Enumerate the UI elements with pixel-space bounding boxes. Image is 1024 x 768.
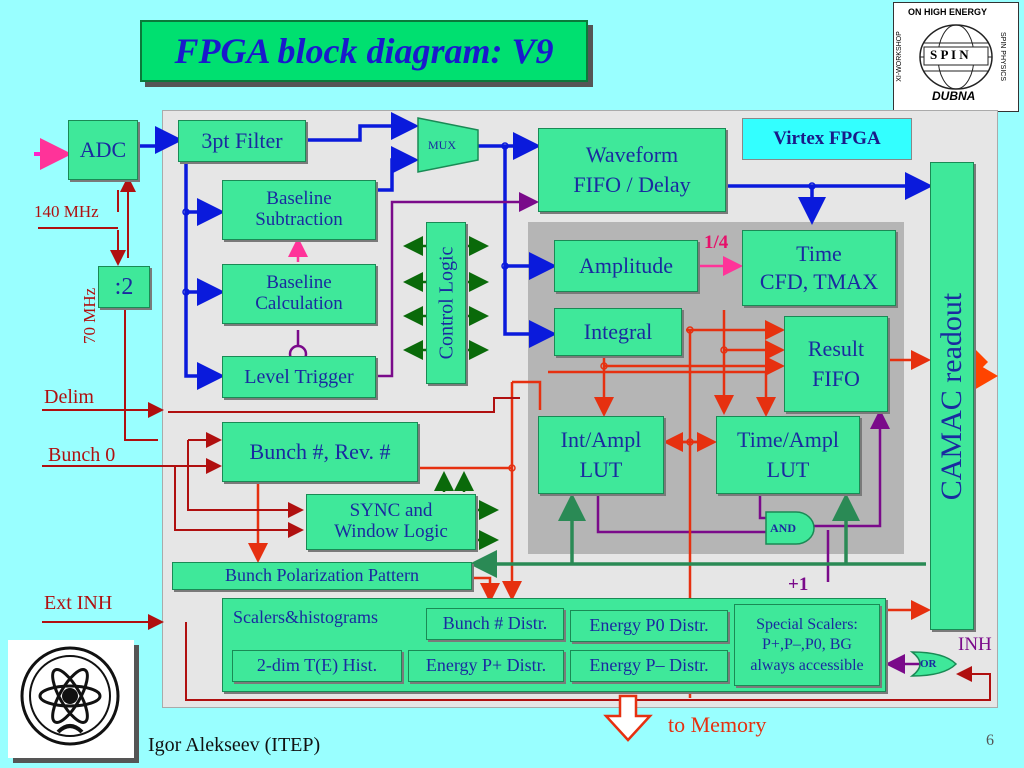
- logo-center-text: S P I N: [930, 47, 969, 62]
- time-ampl-line2: LUT: [766, 457, 810, 482]
- divide-by-two-block: :2: [98, 266, 150, 308]
- virtex-fpga-text: Virtex FPGA: [773, 128, 881, 149]
- special-line1: Special Scalers:: [756, 615, 858, 633]
- int-ampl-line2: LUT: [579, 457, 623, 482]
- baseline-sub-line2: Subtraction: [255, 209, 343, 230]
- control-logic-block: Control Logic: [426, 222, 466, 384]
- camac-text: CAMAC readout: [935, 292, 969, 500]
- baseline-calc-line1: Baseline: [266, 272, 332, 294]
- special-scalers-box: Special Scalers: P+,P–,P0, BG always acc…: [734, 604, 880, 686]
- itep-emblem-icon: [20, 646, 120, 746]
- scalers-title: Scalers&histograms: [233, 607, 378, 627]
- int-ampl-lut-block: Int/Ampl LUT: [538, 416, 664, 494]
- or-gate-shape: [909, 651, 958, 677]
- time-line2: CFD, TMAX: [759, 269, 879, 294]
- three-point-filter-block: 3pt Filter: [178, 120, 306, 162]
- time-cfd-block: Time CFD, TMAX: [742, 230, 896, 306]
- energy-p0-distribution-box: Energy P0 Distr.: [570, 610, 728, 642]
- result-line2: FIFO: [812, 366, 860, 391]
- footer-author: Igor Alekseev (ITEP): [148, 734, 321, 756]
- label-70mhz: 70 MHz: [80, 287, 99, 344]
- label-ext-inh: Ext INH: [44, 592, 113, 614]
- baseline-calc-line2: Calculation: [255, 293, 343, 314]
- footer-page-number: 6: [986, 732, 994, 749]
- time-ampl-line1: Time/Ampl: [737, 426, 839, 452]
- sync-line1: SYNC and: [349, 500, 433, 522]
- waveform-fifo-block: Waveform FIFO / Delay: [538, 128, 726, 212]
- label-one-quarter: 1/4: [704, 232, 729, 253]
- label-to-memory: to Memory: [668, 712, 767, 737]
- level-trigger-block: Level Trigger: [222, 356, 376, 398]
- label-plus-one: +1: [788, 574, 809, 595]
- mux-label: MUX: [428, 138, 457, 152]
- waveform-line1: Waveform: [585, 141, 679, 167]
- integral-block: Integral: [554, 308, 682, 356]
- bunch-distribution-box: Bunch # Distr.: [426, 608, 564, 640]
- page-title: FPGA block diagram: V9: [140, 20, 588, 82]
- amplitude-block: Amplitude: [554, 240, 698, 292]
- baseline-subtraction-block: Baseline Subtraction: [222, 180, 376, 240]
- adc-block: ADC: [68, 120, 138, 180]
- logo-top-text: ON HIGH ENERGY: [908, 7, 988, 17]
- label-delim: Delim: [44, 386, 94, 408]
- sync-window-logic-block: SYNC and Window Logic: [306, 494, 476, 550]
- label-140mhz: 140 MHz: [34, 202, 99, 221]
- time-line1: Time: [796, 240, 842, 266]
- sync-line2: Window Logic: [334, 521, 448, 542]
- camac-readout-block: CAMAC readout: [930, 162, 974, 630]
- control-logic-text: Control Logic: [435, 246, 458, 360]
- two-dim-histogram-box: 2-dim T(E) Hist.: [232, 650, 402, 682]
- bunch-polarization-block: Bunch Polarization Pattern: [172, 562, 472, 590]
- to-memory-arrow: [603, 694, 653, 742]
- bunch-number-block: Bunch #, Rev. #: [222, 422, 418, 482]
- result-line1: Result: [807, 335, 865, 361]
- result-fifo-block: Result FIFO: [784, 316, 888, 412]
- globe-icon: [919, 24, 993, 90]
- and-gate-shape: [765, 511, 815, 545]
- baseline-sub-line1: Baseline: [266, 188, 332, 210]
- baseline-calculation-block: Baseline Calculation: [222, 264, 376, 324]
- mux-shape: [417, 117, 479, 173]
- or-gate-label: OR: [920, 658, 937, 670]
- int-ampl-line1: Int/Ampl: [560, 426, 642, 452]
- and-gate-label: AND: [770, 521, 796, 535]
- virtex-fpga-label: Virtex FPGA: [742, 118, 912, 160]
- energy-pplus-distribution-box: Energy P+ Distr.: [408, 650, 564, 682]
- waveform-line2: FIFO / Delay: [573, 172, 691, 197]
- energy-pminus-distribution-box: Energy P– Distr.: [570, 650, 728, 682]
- itep-logo: [8, 640, 134, 758]
- label-bunch0: Bunch 0: [48, 444, 116, 466]
- logo-bottom-text: DUBNA: [932, 89, 976, 103]
- time-ampl-lut-block: Time/Ampl LUT: [716, 416, 860, 494]
- special-line3: always accessible: [750, 656, 864, 674]
- special-line2: P+,P–,P0, BG: [762, 636, 852, 654]
- label-inh: INH: [958, 634, 992, 655]
